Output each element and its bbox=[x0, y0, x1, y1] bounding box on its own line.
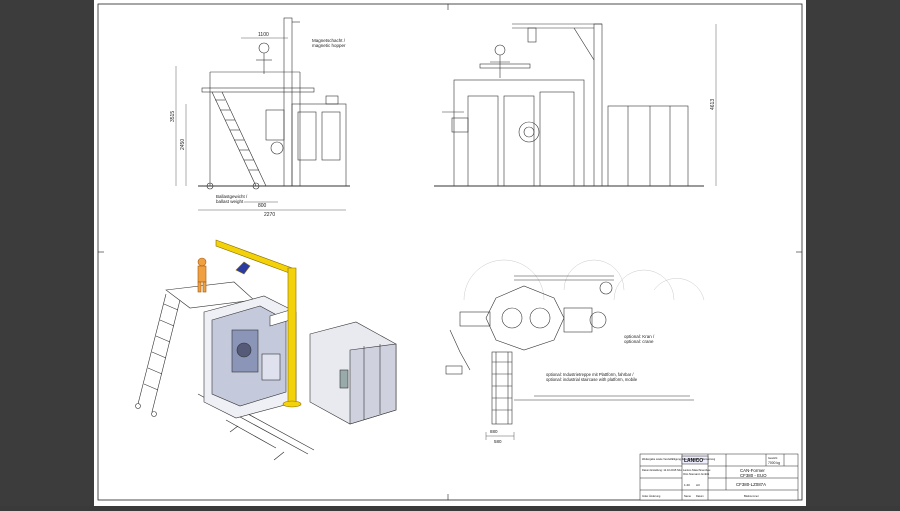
crane-label-de: optional: Kran / bbox=[624, 334, 655, 339]
drawing-number: CF380-LZ087A bbox=[736, 482, 766, 487]
side-elevation-view bbox=[175, 17, 350, 211]
company-line2: Otto Niemann GmbH bbox=[683, 472, 709, 476]
dim-optional-width-a: 880 bbox=[490, 429, 498, 434]
dim-stair-height: 2450 bbox=[180, 139, 186, 150]
dim-overall-height: 4613 bbox=[710, 99, 716, 110]
title-block bbox=[639, 453, 799, 501]
date-label: Datum bbox=[696, 494, 704, 498]
format-label: A3 bbox=[696, 483, 700, 487]
revision-label: Index Änderung bbox=[642, 494, 661, 498]
company-line1: Lanico-Maschinenbau bbox=[683, 468, 711, 472]
hopper-label-en: magnetic hopper bbox=[312, 43, 346, 48]
technical-drawing: 1100 3515 2450 800 2270 Magnetschacht / … bbox=[97, 3, 803, 501]
dim-hopper-offset: 1100 bbox=[258, 32, 269, 38]
crane-label-en: optional: crane bbox=[624, 339, 654, 344]
dim-platform-height: 3515 bbox=[170, 111, 176, 122]
plan-view bbox=[445, 259, 705, 440]
dim-optional-width-b: 580 bbox=[494, 439, 502, 444]
hopper-label-de: Magnetschacht / bbox=[312, 38, 346, 43]
stairs-label-en: optional: industrial staircase with plat… bbox=[546, 377, 638, 382]
weight-label: Gewicht bbox=[768, 456, 778, 460]
dim-foot-width: 800 bbox=[258, 203, 267, 209]
drawing-sheet: 1100 3515 2450 800 2270 Magnetschacht / … bbox=[94, 0, 806, 506]
name-label: Name bbox=[684, 494, 691, 498]
stairs-label-de: optional: Industrietreppe mit Plattform,… bbox=[546, 372, 634, 377]
sheet-border bbox=[97, 3, 803, 501]
ballast-label-de: Ballastgewicht / bbox=[216, 194, 248, 199]
lanico-logo: LANICO bbox=[684, 458, 703, 464]
scale-label: 1:40 bbox=[684, 483, 690, 487]
front-elevation-view bbox=[434, 23, 717, 187]
weight-value: 7000 kg bbox=[768, 461, 780, 465]
product-line1: CAN-Former bbox=[740, 468, 765, 473]
ballast-label-en: ballast weight bbox=[216, 199, 244, 204]
title-note-line1: Weitergabe sowie Vervielfältigung dieser… bbox=[642, 457, 716, 461]
isometric-view bbox=[135, 239, 397, 461]
dim-total-width: 2270 bbox=[264, 212, 275, 218]
sheet-number-label: Blattnummer bbox=[744, 494, 759, 498]
product-line2: CF380 - EUO bbox=[740, 473, 767, 478]
title-note-line2: Datum Erstellung: 12.10.2015 Sbo bbox=[642, 468, 682, 472]
